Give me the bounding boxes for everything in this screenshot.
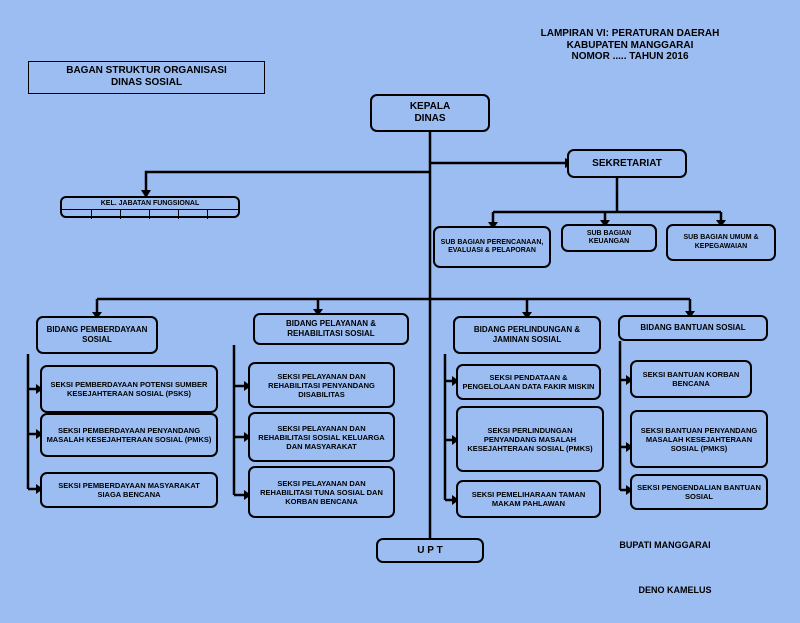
header-line-2: KABUPATEN MANGGARAI — [566, 39, 694, 51]
bidang-label: BIDANG PELAYANAN & REHABILITASI SOSIAL — [285, 319, 377, 338]
bidang-label: BIDANG PEMBERDAYAAN SOSIAL — [46, 325, 148, 344]
jabatan-cell-divider — [149, 210, 150, 219]
seksi-fakir-miskin-box: SEKSI PENDATAAN & PENGELOLAAN DATA FAKIR… — [456, 364, 601, 400]
bidang-label: BIDANG PERLINDUNGAN & JAMINAN SOSIAL — [473, 325, 581, 344]
upt-label: U P T — [417, 544, 443, 556]
seksi-label: SEKSI PEMBERDAYAAN MASYARAKAT SIAGA BENC… — [58, 481, 200, 499]
jabatan-cells — [62, 209, 238, 219]
sekretariat-label: SEKRETARIAT — [592, 157, 662, 169]
chart-title: BAGAN STRUKTUR ORGANISASI DINAS SOSIAL — [28, 61, 265, 94]
subbagian-umum-box: SUB BAGIAN UMUM & KEPEGAWAIAN — [666, 224, 776, 261]
seksi-pmks-box: SEKSI PEMBERDAYAAN PENYANDANG MASALAH KE… — [40, 413, 218, 457]
subbagian-keuangan-box: SUB BAGIAN KEUANGAN — [561, 224, 657, 252]
seksi-label: SEKSI PEMBERDAYAAN POTENSI SUMBER KESEJA… — [50, 380, 208, 398]
jabatan-cell-divider — [91, 210, 92, 219]
seksi-label: SEKSI PENDATAAN & PENGELOLAAN DATA FAKIR… — [462, 373, 595, 391]
bidang-label: BIDANG BANTUAN SOSIAL — [640, 323, 746, 333]
kepala-line-1: KEPALA — [409, 101, 451, 112]
signature-name: DENO KAMELUS — [638, 585, 712, 595]
seksi-pengendalian-box: SEKSI PENGENDALIAN BANTUAN SOSIAL — [630, 474, 768, 510]
seksi-label: SEKSI PEMBERDAYAAN PENYANDANG MASALAH KE… — [46, 426, 212, 444]
subbagian-label: SUB BAGIAN KEUANGAN — [586, 229, 632, 245]
seksi-label: SEKSI PELAYANAN DAN REHABILITASI TUNA SO… — [260, 478, 383, 506]
seksi-taman-makam-box: SEKSI PEMELIHARAAN TAMAN MAKAM PAHLAWAN — [456, 480, 601, 518]
title-line-2: DINAS SOSIAL — [110, 76, 183, 88]
seksi-label: SEKSI PELAYANAN DAN REHABILITASI SOSIAL … — [258, 423, 385, 451]
title-line-1: BAGAN STRUKTUR ORGANISASI — [66, 65, 227, 76]
subbagian-label: SUB BAGIAN UMUM & KEPEGAWAIAN — [683, 234, 759, 250]
seksi-disabilitas-box: SEKSI PELAYANAN DAN REHABILITASI PENYAND… — [248, 362, 395, 408]
subbagian-label: SUB BAGIAN PERENCANAAN, EVALUASI & PELAP… — [440, 238, 544, 254]
seksi-perlindungan-pmks-box: SEKSI PERLINDUNGAN PENYANDANG MASALAH KE… — [456, 406, 604, 472]
seksi-korban-bencana-box: SEKSI BANTUAN KORBAN BENCANA — [630, 360, 752, 398]
subbagian-perencanaan-box: SUB BAGIAN PERENCANAAN, EVALUASI & PELAP… — [433, 226, 551, 268]
jabatan-label: KEL. JABATAN FUNGSIONAL — [100, 200, 200, 207]
seksi-tuna-sosial-box: SEKSI PELAYANAN DAN REHABILITASI TUNA SO… — [248, 466, 395, 518]
seksi-label: SEKSI PEMELIHARAAN TAMAN MAKAM PAHLAWAN — [471, 490, 586, 508]
seksi-label: SEKSI PELAYANAN DAN REHABILITASI PENYAND… — [268, 371, 375, 399]
legal-header: LAMPIRAN VI: PERATURAN DAERAH KABUPATEN … — [490, 28, 770, 63]
bidang-pemberdayaan-box: BIDANG PEMBERDAYAAN SOSIAL — [36, 316, 158, 354]
seksi-label: SEKSI BANTUAN PENYANDANG MASALAH KESEJAH… — [640, 425, 758, 453]
upt-box: U P T — [376, 538, 484, 563]
seksi-bantuan-pmks-box: SEKSI BANTUAN PENYANDANG MASALAH KESEJAH… — [630, 410, 768, 468]
kepala-line-2: DINAS — [414, 113, 446, 124]
kepala-dinas-box: KEPALA DINAS — [370, 94, 490, 132]
bidang-bantuan-box: BIDANG BANTUAN SOSIAL — [618, 315, 768, 341]
signature-title: BUPATI MANGGARAI — [619, 540, 711, 550]
jabatan-cell-divider — [207, 210, 208, 219]
header-line-3: NOMOR ..... TAHUN 2016 — [571, 51, 689, 62]
jabatan-cell-divider — [178, 210, 179, 219]
header-line-1: LAMPIRAN VI: PERATURAN DAERAH — [540, 28, 720, 39]
jabatan-fungsional-box: KEL. JABATAN FUNGSIONAL — [60, 196, 240, 219]
bidang-pelayanan-box: BIDANG PELAYANAN & REHABILITASI SOSIAL — [253, 313, 409, 345]
seksi-siaga-bencana-box: SEKSI PEMBERDAYAAN MASYARAKAT SIAGA BENC… — [40, 472, 218, 508]
seksi-keluarga-box: SEKSI PELAYANAN DAN REHABILITASI SOSIAL … — [248, 412, 395, 462]
seksi-label: SEKSI PERLINDUNGAN PENYANDANG MASALAH KE… — [467, 425, 593, 453]
bidang-perlindungan-box: BIDANG PERLINDUNGAN & JAMINAN SOSIAL — [453, 316, 601, 354]
sekretariat-box: SEKRETARIAT — [567, 149, 687, 178]
jabatan-cell-divider — [120, 210, 121, 219]
seksi-label: SEKSI PENGENDALIAN BANTUAN SOSIAL — [637, 483, 761, 501]
seksi-psks-box: SEKSI PEMBERDAYAAN POTENSI SUMBER KESEJA… — [40, 365, 218, 413]
seksi-label: SEKSI BANTUAN KORBAN BENCANA — [642, 370, 740, 388]
